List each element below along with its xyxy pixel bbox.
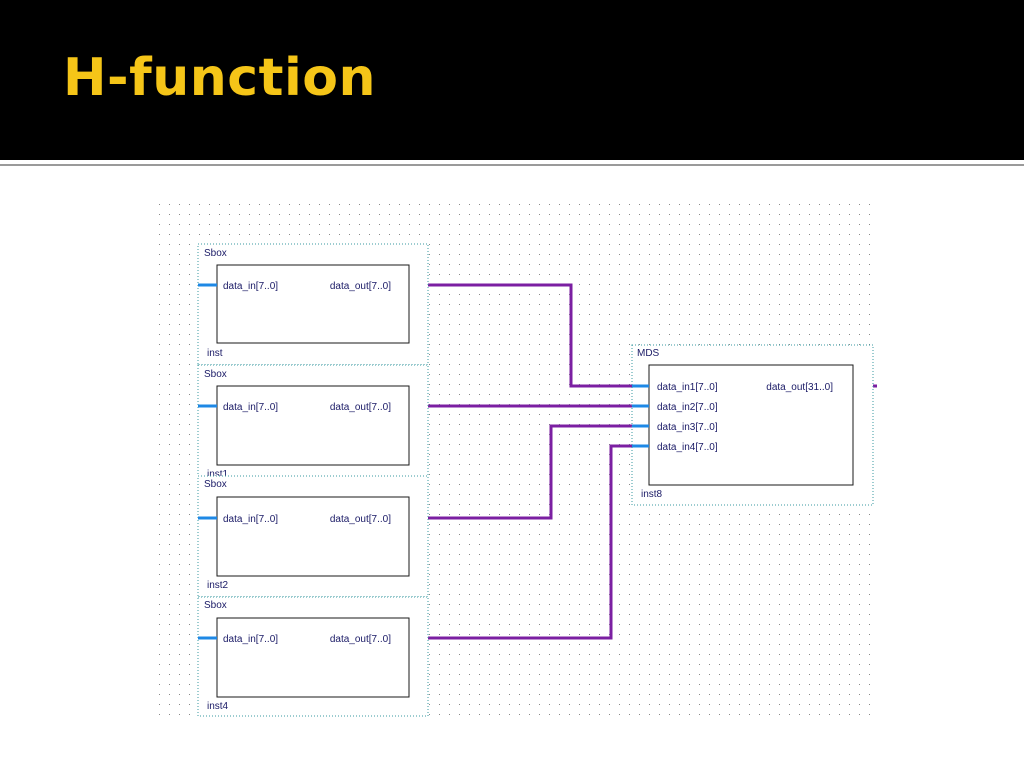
- mds-port-in1: data_in1[7..0]: [657, 382, 718, 393]
- mds-inst8[interactable]: MDS data_in1[7..0] data_in2[7..0] data_i…: [631, 344, 874, 506]
- mds-port-in4: data_in4[7..0]: [657, 442, 718, 453]
- sbox-inst2-instance-label: inst2: [207, 580, 229, 591]
- wire-inst-to-data-in1[interactable]: [409, 283, 649, 388]
- sbox-inst4-type-label: Sbox: [204, 600, 227, 611]
- mds-port-in2: data_in2[7..0]: [657, 402, 718, 413]
- header-divider: [0, 164, 1024, 166]
- sbox-inst1-type-label: Sbox: [204, 369, 227, 380]
- slide-title: H-function: [63, 48, 377, 108]
- sbox-inst1-port-in: data_in[7..0]: [223, 402, 278, 413]
- sbox-inst-port-in: data_in[7..0]: [223, 281, 278, 292]
- wire-inst4-to-data-in4[interactable]: [409, 444, 649, 640]
- wire-inst2-to-data-in3[interactable]: [409, 424, 649, 520]
- slide-header: H-function: [0, 0, 1024, 160]
- sbox-inst2-port-out: data_out[7..0]: [330, 514, 391, 525]
- sbox-inst2[interactable]: Sbox data_in[7..0] data_out[7..0] inst2: [197, 475, 429, 598]
- sbox-inst[interactable]: Sbox data_in[7..0] data_out[7..0] inst: [197, 243, 429, 366]
- sbox-inst2-body: [216, 496, 410, 577]
- sbox-inst-port-out: data_out[7..0]: [330, 281, 391, 292]
- mds-port-in3: data_in3[7..0]: [657, 422, 718, 433]
- sbox-inst4-port-in: data_in[7..0]: [223, 634, 278, 645]
- mds-body: [648, 364, 854, 486]
- sbox-inst4[interactable]: Sbox data_in[7..0] data_out[7..0] inst4: [197, 596, 429, 717]
- schematic-canvas: Sbox data_in[7..0] data_out[7..0] inst S…: [155, 200, 877, 722]
- mds-type-label: MDS: [637, 348, 660, 359]
- bus-wires: [409, 283, 877, 640]
- mds-port-out: data_out[31..0]: [766, 382, 833, 393]
- sbox-inst-type-label: Sbox: [204, 248, 227, 259]
- sbox-inst-instance-label: inst: [207, 348, 223, 359]
- sbox-inst4-body: [216, 617, 410, 698]
- sbox-inst-body: [216, 264, 410, 344]
- sbox-inst1[interactable]: Sbox data_in[7..0] data_out[7..0] inst1: [197, 364, 429, 480]
- sbox-inst2-port-in: data_in[7..0]: [223, 514, 278, 525]
- mds-input-stubs: [632, 384, 649, 448]
- sbox-inst1-body: [216, 385, 410, 466]
- sbox-inst1-instance-label: inst1: [207, 469, 229, 480]
- sbox-inst2-type-label: Sbox: [204, 479, 227, 490]
- sbox-inst1-port-out: data_out[7..0]: [330, 402, 391, 413]
- sbox-inst4-port-out: data_out[7..0]: [330, 634, 391, 645]
- sbox-inst4-instance-label: inst4: [207, 701, 229, 712]
- mds-instance-label: inst8: [641, 489, 663, 500]
